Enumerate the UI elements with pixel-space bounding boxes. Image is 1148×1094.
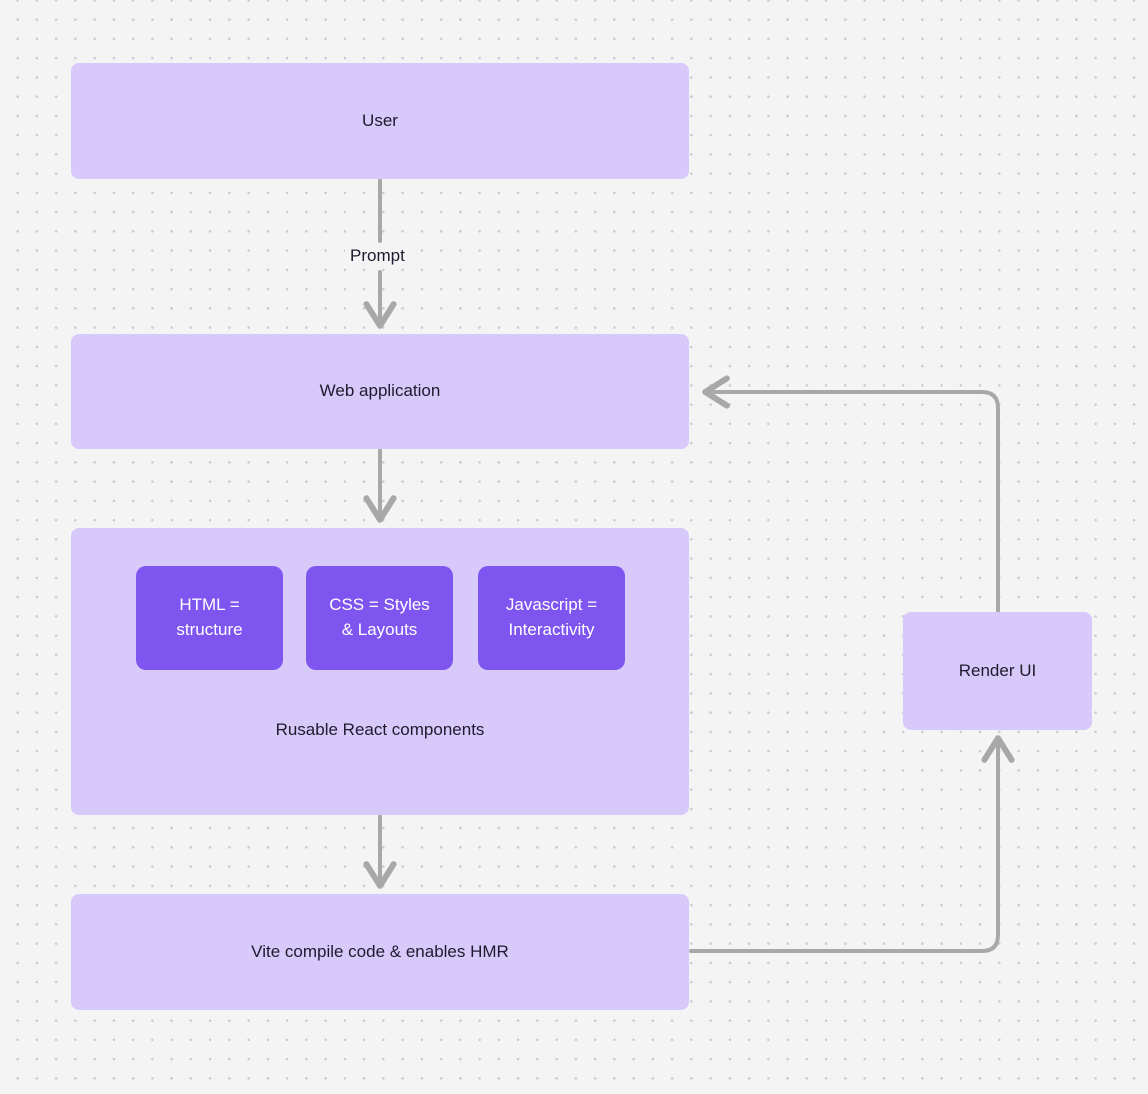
chip-css-label: CSS = Styles & Layouts	[329, 593, 430, 642]
node-components-group-caption: Rusable React components	[275, 720, 485, 739]
chip-javascript[interactable]: Javascript = Interactivity	[478, 566, 625, 670]
node-vite-label: Vite compile code & enables HMR	[251, 941, 509, 961]
node-user-label: User	[362, 110, 398, 130]
chip-javascript-label: Javascript = Interactivity	[506, 593, 597, 642]
chip-html-line2: structure	[176, 620, 243, 639]
chip-html-line1: HTML =	[179, 595, 240, 615]
chip-javascript-line2: Interactivity	[508, 620, 595, 639]
chip-html[interactable]: HTML = structure	[136, 566, 283, 670]
node-user[interactable]: User	[71, 63, 689, 179]
edge-render-ui-to-web-application	[702, 375, 1000, 613]
node-components-group[interactable]: HTML = structure CSS = Styles & Layouts Ja…	[71, 528, 689, 815]
chip-html-label: HTML = structure	[176, 593, 242, 642]
edge-vite-to-render-ui	[689, 735, 1015, 953]
node-web-application-label: Web application	[319, 381, 441, 401]
node-web-application[interactable]: Web application	[71, 334, 689, 449]
node-vite[interactable]: Vite compile code & enables HMR	[71, 894, 689, 1010]
node-render-ui-label: Render UI	[958, 660, 1037, 680]
chip-css-line2: & Layouts	[341, 620, 418, 639]
chip-css-line1: CSS = Styles	[329, 595, 430, 615]
edge-label-prompt: Prompt	[345, 246, 410, 266]
chip-javascript-line1: Javascript =	[505, 595, 598, 615]
node-render-ui[interactable]: Render UI	[903, 612, 1092, 730]
chip-css[interactable]: CSS = Styles & Layouts	[306, 566, 453, 670]
